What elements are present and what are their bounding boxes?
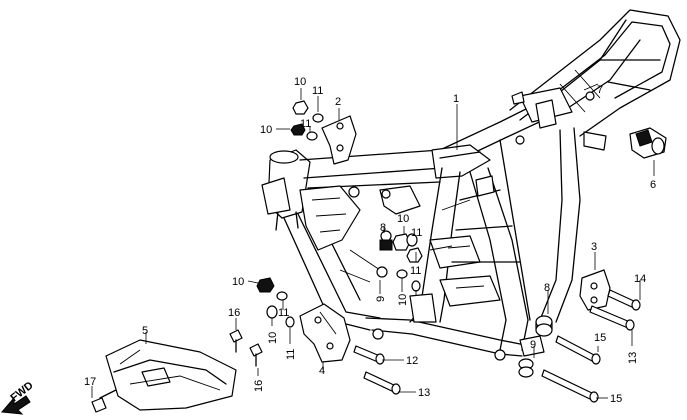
bolt-12 (353, 345, 385, 365)
callout-11-bottom: 11 (285, 349, 297, 360)
callout-13-lower: 13 (418, 387, 430, 399)
callout-10-center-low: 10 (397, 294, 409, 306)
callout-9-right: 9 (530, 339, 536, 351)
callout-10-center: 10 (397, 213, 409, 225)
callout-10-top: 10 (294, 76, 306, 88)
callout-13-right: 13 (627, 352, 639, 364)
bolt-13-right (589, 305, 635, 331)
callout-10-left: 10 (260, 124, 272, 136)
engine-hanger-plate-4 (299, 303, 351, 363)
callout-10-lower: 10 (267, 332, 279, 344)
callout-3: 3 (591, 241, 597, 253)
callout-4: 4 (319, 365, 325, 377)
callout-14: 14 (634, 273, 646, 285)
collar-8-right (535, 315, 553, 337)
callout-labels: 1 2 3 4 5 6 7 8 8 8 9 9 10 10 10 10 10 1… (84, 76, 656, 405)
callout-15-lower: 15 (610, 393, 622, 405)
callout-16-lower: 16 (253, 380, 265, 392)
bolt-14 (607, 289, 641, 311)
callout-11-center: 11 (411, 227, 422, 239)
bolt-13-lower (363, 371, 401, 395)
callout-11-center-low: 11 (410, 265, 421, 277)
callout-2: 2 (335, 96, 341, 108)
callout-16-upper: 16 (228, 307, 240, 319)
leader-lines (91, 83, 655, 399)
fwd-arrow-icon (0, 395, 31, 415)
bolt-15-upper (555, 335, 601, 365)
main-frame (261, 9, 681, 361)
callout-7: 7 (597, 84, 603, 96)
right-bracket-3 (579, 269, 611, 311)
rubber-mount-6 (629, 127, 667, 159)
callout-11-left: 11 (300, 118, 311, 130)
nut-10-upper (290, 100, 309, 136)
callout-6: 6 (650, 179, 656, 191)
left-fasteners (229, 277, 295, 367)
collar-9-right (518, 358, 534, 378)
upper-bracket-2 (321, 115, 357, 165)
skid-plate-5 (105, 339, 237, 411)
callout-1: 1 (453, 93, 459, 105)
callout-15-upper: 15 (594, 332, 606, 344)
center-fasteners (376, 230, 423, 292)
callout-10-lower-left: 10 (232, 276, 244, 288)
callout-8-center: 8 (380, 222, 386, 234)
callout-5: 5 (142, 325, 148, 337)
callout-11-top: 11 (312, 85, 323, 97)
callout-17: 17 (84, 376, 96, 388)
callout-12: 12 (406, 355, 418, 367)
washer-11-upper (306, 113, 324, 141)
callout-9-center: 9 (375, 296, 387, 302)
bolt-17 (91, 389, 117, 413)
bolt-15-lower (541, 369, 599, 403)
callout-8-right: 8 (544, 282, 550, 294)
callout-11-lower: 11 (278, 307, 289, 319)
